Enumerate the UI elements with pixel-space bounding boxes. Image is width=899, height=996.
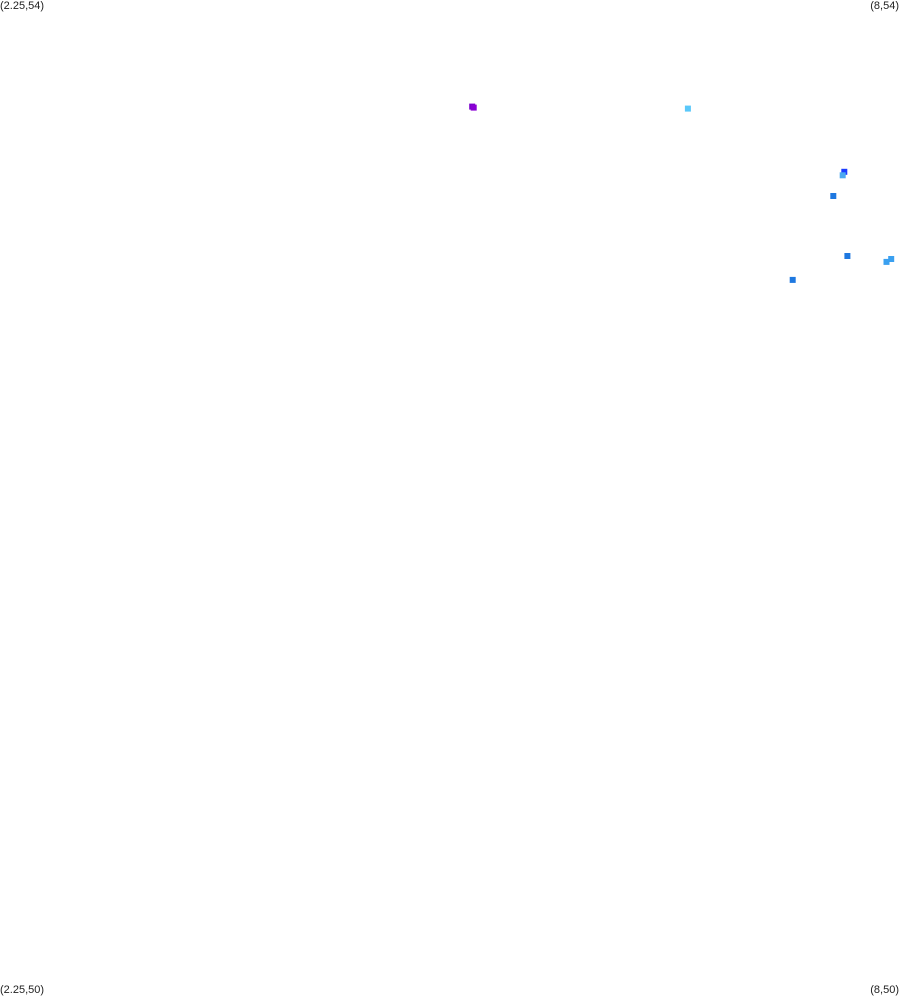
map-point-9 [883, 258, 890, 265]
corner-label-bottom-left: (2.25,50) [0, 984, 45, 996]
map-point-3 [684, 105, 691, 112]
corner-label-bottom-right: (8,50) [870, 984, 899, 996]
map-point-6 [830, 193, 837, 199]
map-point-2 [470, 104, 477, 111]
points-layer [469, 103, 895, 283]
map-point-4 [841, 168, 848, 175]
map-point-8 [888, 256, 895, 262]
map-point-10 [789, 276, 796, 283]
map-point-5 [839, 172, 846, 179]
map-point-7 [844, 253, 851, 259]
corner-label-top-right: (8,54) [870, 0, 899, 12]
corner-label-top-left: (2.25,54) [0, 0, 45, 12]
